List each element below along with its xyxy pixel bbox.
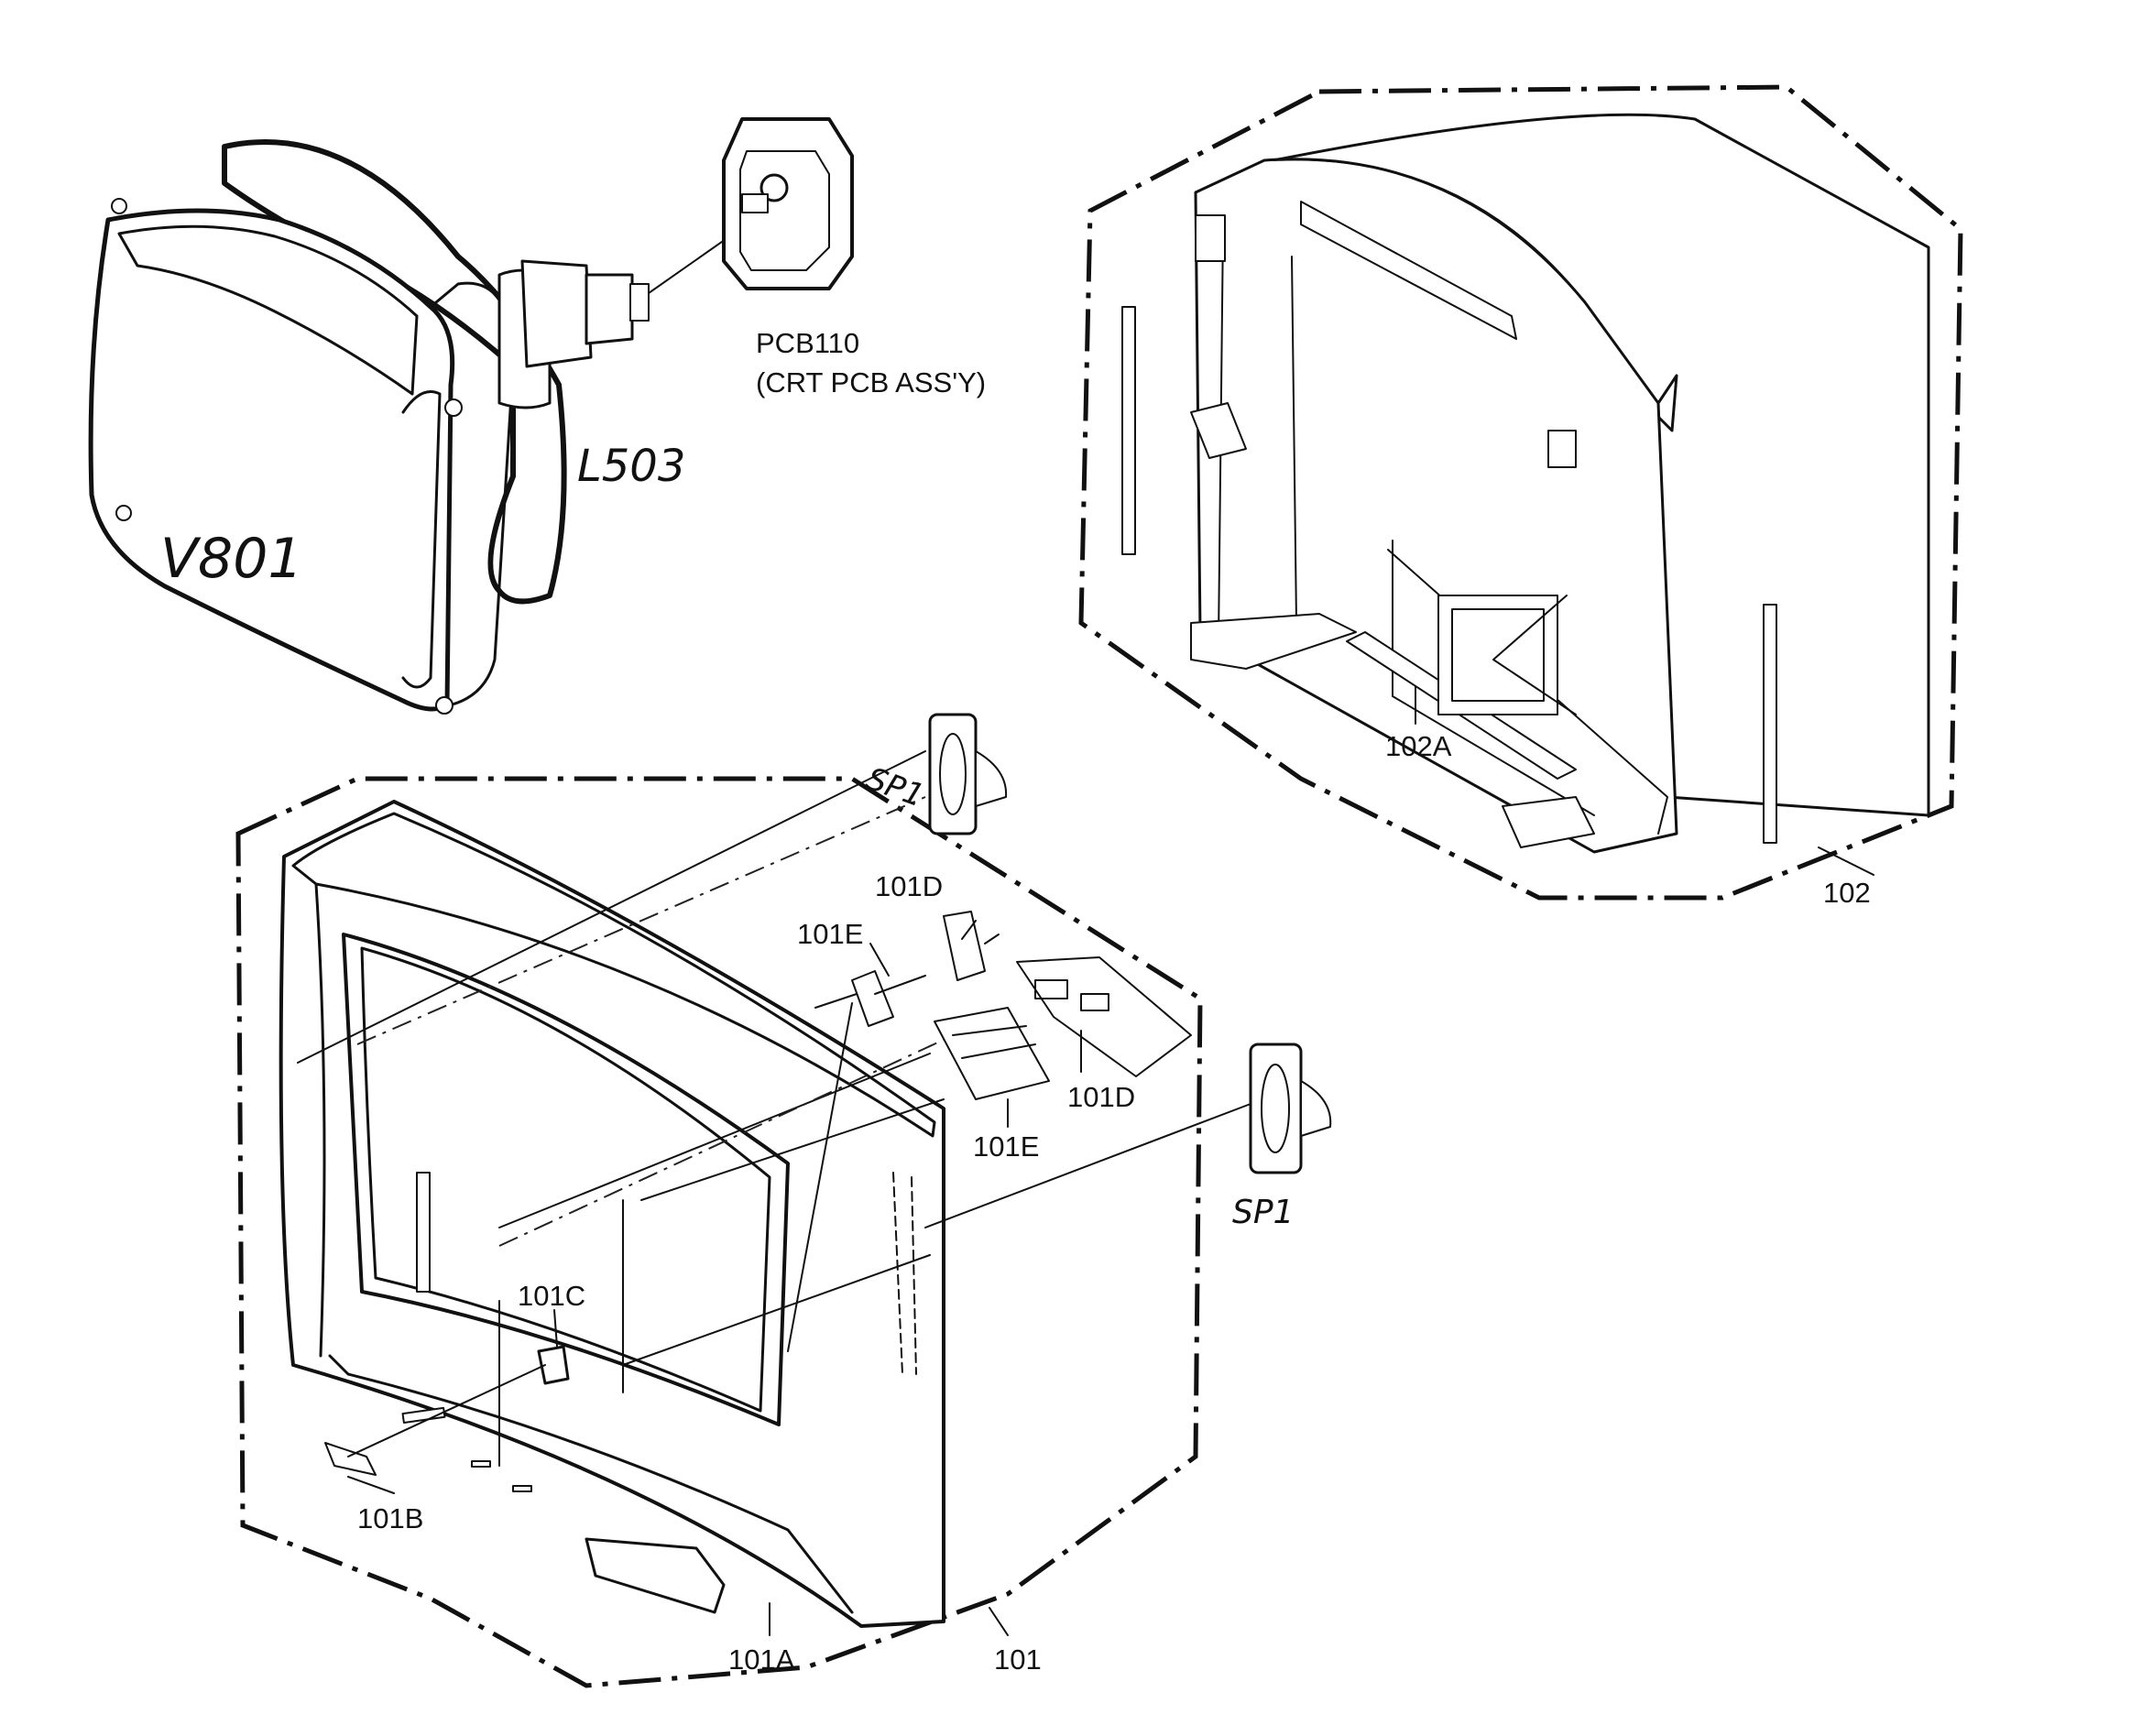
label-crt-pcb-description: (CRT PCB ASS'Y) [756,366,986,399]
label-speaker-bottom: SP1 [1232,1194,1294,1231]
label-crt-tube: V801 [160,527,303,591]
side-jack-board-top-part [943,911,1000,981]
leader-ticks [347,686,1874,1636]
back-cover-group-boundary [1078,84,1963,901]
label-side-jack-board-bottom: 101D [1067,1081,1135,1113]
label-back-cover-bracket: 102A [1385,730,1452,762]
control-button-top-part [851,970,926,1027]
label-side-jack-board-top: 101D [875,870,943,902]
label-front-cabinet: 101 [994,1643,1042,1676]
label-back-cover: 102 [1823,877,1871,909]
speaker-top [928,713,1008,835]
label-control-button-bottom: 101E [973,1130,1039,1163]
crt-tube [88,139,650,715]
crt-pcb [722,117,854,290]
label-control-button-top: 101E [797,918,863,950]
front-cabinet [279,800,945,1628]
label-speaker-top: SP1 [861,760,929,814]
control-button-bottom-part [934,1007,1050,1100]
label-deflection-yoke: L503 [577,441,685,492]
label-crt-pcb-code: PCB110 [756,327,859,359]
label-front-panel: 101A [728,1643,795,1676]
speaker-bottom [1249,1043,1332,1174]
label-power-button: 101B [357,1502,423,1534]
assembly-lines [297,750,1251,1467]
side-jack-board-bottom-part [1016,956,1192,1077]
front-cabinet-group-boundary [235,776,1203,1688]
back-cover [1121,113,1930,854]
label-led-holder: 101C [518,1280,585,1312]
